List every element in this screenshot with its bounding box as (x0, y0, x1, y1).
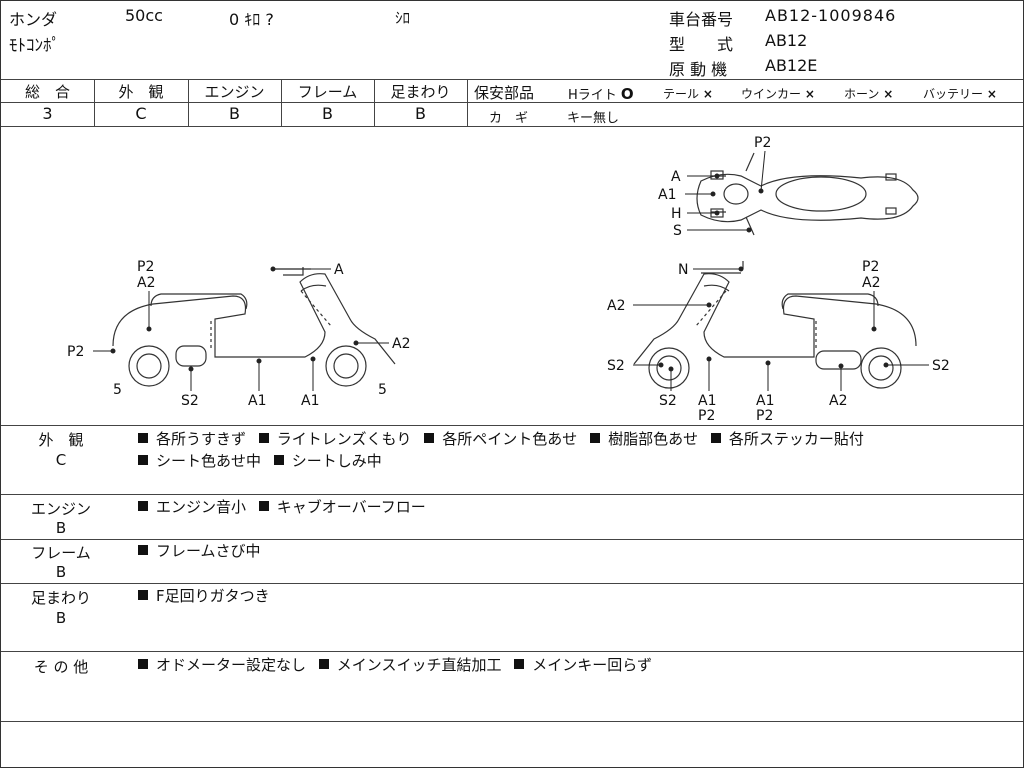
note-item: メインスイッチ直結加工 (336, 656, 502, 674)
diagram-label: A2 (607, 298, 625, 314)
scooter-damage-diagram: P2 A A1 H S P2 A2 A P2 A2 5 S2 A1 A1 5 N… (67, 135, 950, 424)
model-name: ﾓﾄｺﾝﾎﾟ (9, 36, 60, 56)
note-items-exterior-2: シート色あせ中 シートしみ中 (138, 449, 390, 473)
grade-label-suspension: 足まわり (390, 83, 451, 101)
note-item: オドメーター設定なし (156, 656, 307, 674)
diagram-label: A2 (862, 275, 880, 291)
note-item: 各所うすきず (156, 430, 247, 448)
diagram-label: S2 (659, 393, 677, 409)
note-grade-suspension: B (55, 609, 67, 627)
diagram-label: A2 (829, 393, 847, 409)
note-items-frame: フレームさび中 (138, 539, 269, 563)
note-category-exterior: 外 観 (38, 431, 84, 449)
safety-battery: バッテリー × (923, 87, 997, 101)
frame-no: AB12-1009846 (765, 6, 897, 25)
note-item: シートしみ中 (291, 452, 382, 470)
diagram-label: A2 (137, 275, 155, 291)
note-item: エンジン音小 (156, 498, 247, 516)
note-items-suspension: F足回りガタつき (138, 584, 278, 608)
color: ｼﾛ (395, 9, 411, 27)
note-item: 各所ステッカー貼付 (728, 430, 864, 448)
note-item: 各所ペイント色あせ (442, 430, 578, 448)
grade-value-frame: B (322, 104, 333, 123)
diagram-label: 5 (113, 382, 122, 398)
diagram-label: 5 (378, 382, 387, 398)
scooter-top-view (696, 152, 919, 236)
note-item: シート色あせ中 (156, 452, 262, 470)
safety-tail: テール × (663, 87, 713, 101)
grade-label-frame: フレーム (297, 83, 358, 101)
diagram-label: P2 (698, 408, 715, 424)
diagram-label: P2 (137, 259, 154, 275)
note-grade-engine: B (55, 519, 67, 537)
displacement: 50cc (125, 6, 163, 25)
key-value: キー無し (567, 111, 620, 126)
diagram-label: A (671, 169, 681, 185)
note-category-other: そ の 他 (33, 658, 89, 676)
engine-label: 原 動 機 (669, 60, 728, 79)
diagram-label: S2 (607, 358, 625, 374)
grade-label-exterior: 外 観 (118, 83, 164, 101)
note-item: キャブオーバーフロー (276, 498, 426, 516)
diagram-label: P2 (67, 344, 84, 360)
diagram-label: N (678, 262, 688, 278)
scooter-right-view (633, 261, 917, 389)
note-item: フレームさび中 (156, 542, 261, 560)
diagram-label: A (334, 262, 344, 278)
note-category-suspension: 足まわり (30, 589, 91, 607)
note-grade-frame: B (55, 563, 67, 581)
grade-value-overall: 3 (42, 104, 53, 123)
note-item: メインキー回らず (532, 656, 652, 674)
diagram-label: A1 (248, 393, 266, 409)
diagram-label: A1 (698, 393, 716, 409)
grade-value-suspension: B (415, 104, 426, 123)
grade-value-engine: B (229, 104, 240, 123)
diagram-label: A2 (392, 336, 410, 352)
diagram-label: A1 (658, 187, 676, 203)
diagram-label: H (671, 206, 682, 222)
diagram-label: A1 (301, 393, 319, 409)
note-category-frame: フレーム (31, 544, 91, 562)
safety-winker: ウインカー × (741, 87, 815, 101)
safety-headlight: Hライト O (568, 85, 634, 103)
grade-value-exterior: C (135, 104, 147, 123)
grade-label-engine: エンジン (204, 83, 265, 101)
diagram-label: P2 (754, 135, 771, 151)
diagram-label: P2 (756, 408, 773, 424)
note-items-engine: エンジン音小 キャブオーバーフロー (138, 495, 434, 519)
frame-no-label: 車台番号 (669, 10, 734, 29)
diagram-label: S2 (181, 393, 199, 409)
note-item: 樹脂部色あせ (608, 430, 699, 448)
safety-horn: ホーン × (844, 87, 894, 101)
model-label: 型 式 (669, 35, 734, 54)
note-category-engine: エンジン (30, 500, 91, 518)
model-code: AB12 (765, 31, 808, 50)
note-items-other: オドメーター設定なし メインスイッチ直結加工 メインキー回らず (138, 653, 660, 677)
key-label: カ ギ (489, 111, 529, 126)
maker: ホンダ (9, 10, 58, 29)
diagram-label: A1 (756, 393, 774, 409)
note-item: F足回りガタつき (156, 587, 270, 605)
note-items-exterior-1: 各所うすきず ライトレンズくもり 各所ペイント色あせ 樹脂部色あせ 各所ステッカ… (138, 427, 872, 451)
note-item: ライトレンズくもり (276, 430, 412, 448)
grade-label-overall: 総 合 (24, 83, 70, 101)
diagram-label: S2 (932, 358, 950, 374)
engine-code: AB12E (765, 56, 818, 75)
safety-label: 保安部品 (474, 84, 535, 102)
divider (1, 79, 1023, 80)
diagram-label: S (673, 223, 682, 239)
mileage: 0 ｷﾛ ? (229, 10, 274, 29)
note-grade-exterior: C (55, 451, 67, 469)
diagram-label: P2 (862, 259, 879, 275)
